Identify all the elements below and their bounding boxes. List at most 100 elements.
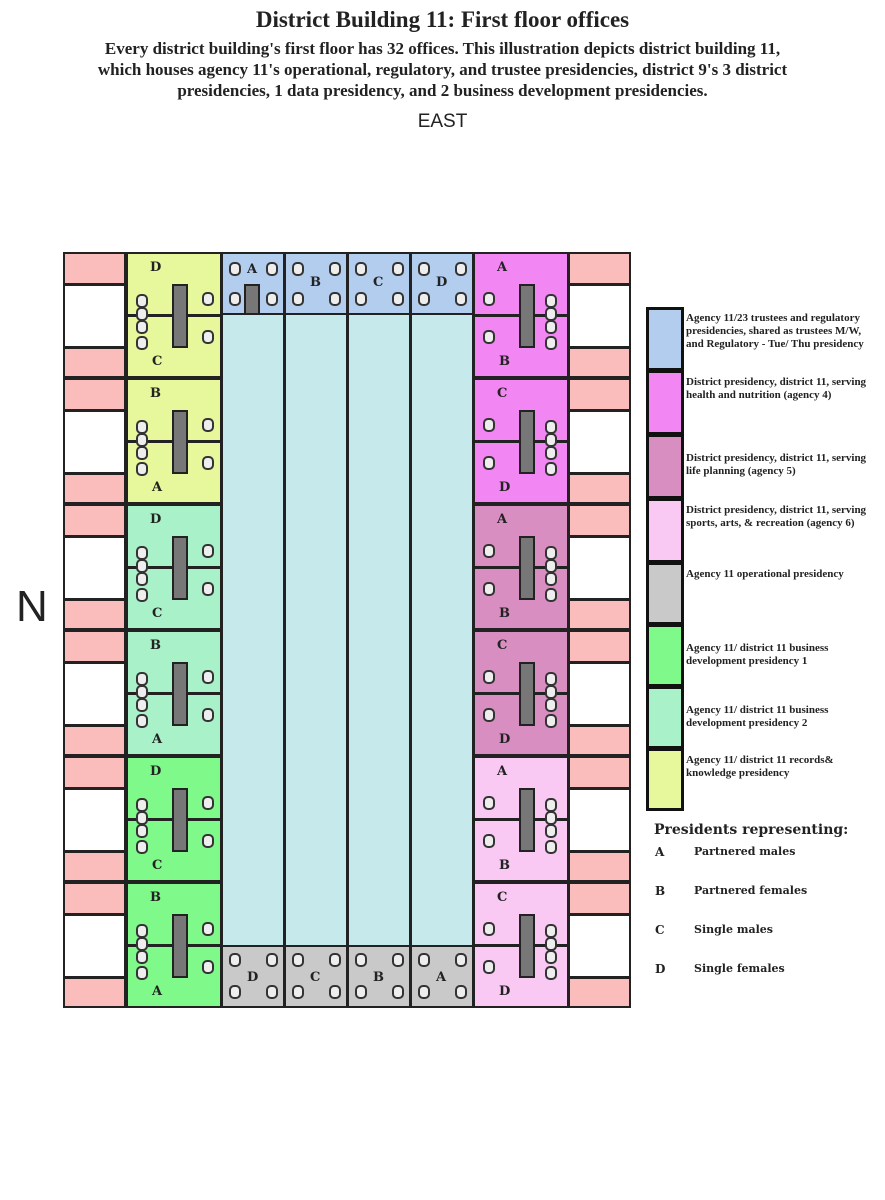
- chair-icon: [136, 588, 148, 602]
- chair-icon: [355, 985, 367, 999]
- chair-icon: [392, 262, 404, 276]
- chair-icon: [136, 420, 148, 434]
- desk: [519, 914, 535, 978]
- legend-swatch: [646, 370, 684, 435]
- chair-icon: [136, 320, 148, 334]
- window: [63, 536, 126, 600]
- legend-text: District presidency, district 11, servin…: [686, 452, 867, 477]
- presidents-heading: Presidents representing:: [654, 822, 849, 838]
- chair-icon: [545, 588, 557, 602]
- chair-icon: [455, 292, 467, 306]
- desk: [172, 410, 188, 474]
- office-letter: D: [150, 512, 162, 527]
- chair-icon: [136, 336, 148, 350]
- desk: [172, 536, 188, 600]
- chair-icon: [455, 985, 467, 999]
- chair-icon: [483, 834, 495, 848]
- president-letter: C: [655, 923, 665, 937]
- office-letter: B: [310, 275, 321, 290]
- window: [63, 599, 126, 630]
- chair-icon: [136, 824, 148, 838]
- chair-icon: [483, 456, 495, 470]
- office-letter: A: [497, 260, 508, 275]
- legend-swatch: [646, 498, 684, 563]
- chair-icon: [266, 292, 278, 306]
- chair-icon: [545, 714, 557, 728]
- office-letter: C: [152, 606, 163, 621]
- chair-icon: [136, 446, 148, 460]
- office-letter: A: [152, 732, 163, 747]
- chair-icon: [418, 262, 430, 276]
- chair-icon: [418, 953, 430, 967]
- legend-text: Agency 11 operational presidency: [686, 568, 844, 580]
- subtitle: Every district building's first floor ha…: [97, 39, 788, 100]
- office-letter: C: [152, 858, 163, 873]
- office-letter: A: [497, 764, 508, 779]
- window: [568, 252, 631, 285]
- chair-icon: [136, 924, 148, 938]
- chair-icon: [202, 330, 214, 344]
- window: [568, 788, 631, 852]
- header: District Building 11: First floor office…: [0, 6, 885, 133]
- chair-icon: [229, 292, 241, 306]
- window: [63, 788, 126, 852]
- chair-icon: [483, 292, 495, 306]
- desk: [519, 284, 535, 348]
- chair-icon: [545, 420, 557, 434]
- office-letter: B: [150, 890, 161, 905]
- office-letter: D: [150, 260, 162, 275]
- chair-icon: [329, 985, 341, 999]
- chair-icon: [136, 950, 148, 964]
- window: [568, 473, 631, 504]
- window: [568, 756, 631, 789]
- office-letter: D: [436, 275, 448, 290]
- window: [568, 284, 631, 348]
- office-letter: A: [436, 970, 447, 985]
- office-letter: D: [150, 764, 162, 779]
- chair-icon: [136, 714, 148, 728]
- chair-icon: [229, 985, 241, 999]
- chair-icon: [136, 840, 148, 854]
- desk: [519, 662, 535, 726]
- window: [63, 725, 126, 756]
- chair-icon: [545, 433, 557, 447]
- desk: [519, 788, 535, 852]
- corridor-lane: [410, 313, 474, 947]
- chair-icon: [355, 262, 367, 276]
- legend-text: District presidency, district 11, servin…: [686, 504, 867, 529]
- legend-swatch: [646, 748, 684, 811]
- chair-icon: [545, 546, 557, 560]
- chair-icon: [292, 953, 304, 967]
- chair-icon: [355, 292, 367, 306]
- chair-icon: [545, 924, 557, 938]
- chair-icon: [483, 796, 495, 810]
- chair-icon: [483, 960, 495, 974]
- window: [63, 378, 126, 411]
- office-letter: C: [497, 890, 508, 905]
- chair-icon: [392, 953, 404, 967]
- corridor-lane: [347, 313, 411, 947]
- office-letter: D: [247, 970, 259, 985]
- chair-icon: [545, 685, 557, 699]
- legend-swatch: [646, 686, 684, 749]
- chair-icon: [202, 960, 214, 974]
- window: [568, 851, 631, 882]
- desk: [172, 788, 188, 852]
- chair-icon: [483, 582, 495, 596]
- window: [63, 851, 126, 882]
- office-letter: C: [152, 354, 163, 369]
- chair-icon: [136, 294, 148, 308]
- chair-icon: [545, 824, 557, 838]
- president-letter: B: [655, 884, 666, 898]
- chair-icon: [329, 953, 341, 967]
- chair-icon: [355, 953, 367, 967]
- chair-icon: [545, 840, 557, 854]
- office-letter: B: [373, 970, 384, 985]
- chair-icon: [483, 418, 495, 432]
- window: [568, 882, 631, 915]
- desk: [172, 284, 188, 348]
- chair-icon: [266, 985, 278, 999]
- office-letter: B: [499, 858, 510, 873]
- president-letter: A: [655, 845, 665, 859]
- window: [63, 347, 126, 378]
